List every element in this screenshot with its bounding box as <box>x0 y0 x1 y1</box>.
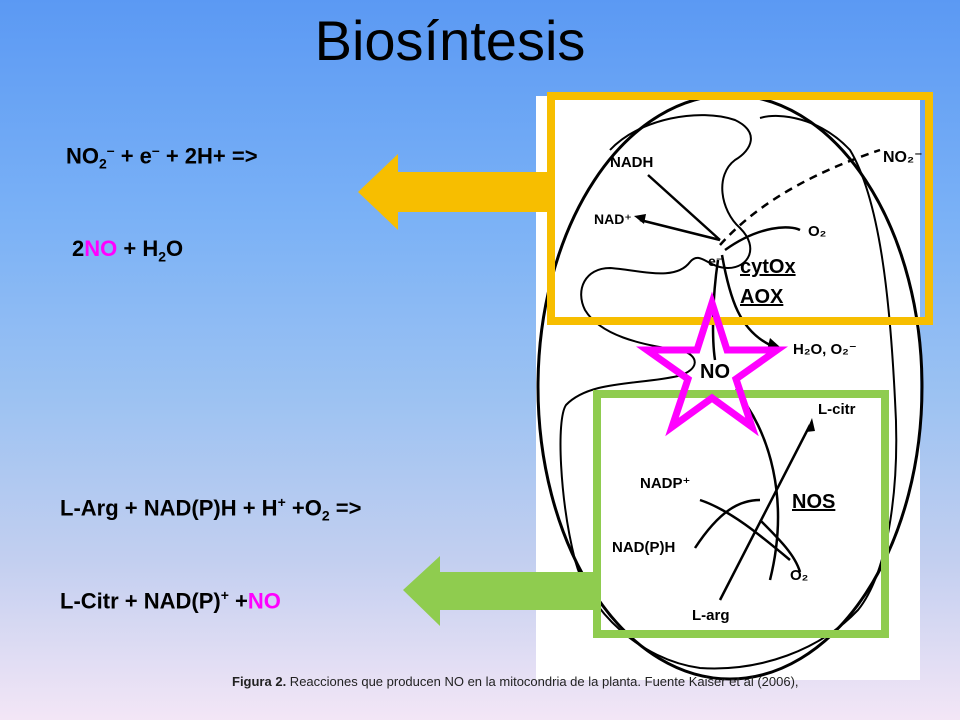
lcitr-arrowhead <box>806 418 815 432</box>
text: NO <box>247 588 281 614</box>
label-o2-top: O₂ <box>808 223 826 240</box>
text: O <box>166 236 184 261</box>
text: – <box>106 142 115 158</box>
reaction-nitrite-line1: NO2– + e– + 2H+ => <box>66 142 258 172</box>
text: 2 <box>72 236 85 261</box>
reaction-nitrite-line2: 2NO + H2O <box>72 236 183 264</box>
text: 2 <box>158 248 167 265</box>
star-icon <box>635 291 789 437</box>
nadp-line <box>699 498 791 561</box>
inner-membrane <box>559 114 898 670</box>
h2o-line <box>720 254 771 347</box>
text: + <box>277 494 286 510</box>
text: Reacciones que producen NO en la mitocon… <box>286 674 799 689</box>
text: 2 <box>321 507 330 524</box>
text: L-Arg + NAD(P)H + H <box>60 495 278 521</box>
text: NO <box>84 236 118 261</box>
nitrite-dashed-line <box>719 148 881 246</box>
text: – <box>151 142 160 158</box>
text: => <box>329 495 362 521</box>
label-nadph: NAD(P)H <box>612 539 675 556</box>
label-h2o-o2: H₂O, O₂⁻ <box>793 341 857 358</box>
label-e-minus: e⁻ <box>708 253 723 269</box>
nadh-line <box>647 174 721 241</box>
text: +O <box>285 495 322 521</box>
nad-line <box>639 218 721 242</box>
label-aox: AOX <box>740 286 784 308</box>
text: + 2H+ => <box>159 143 258 169</box>
label-nadp-plus: NADP⁺ <box>640 475 690 492</box>
orange-arrow <box>358 154 550 230</box>
label-nad-plus: NAD⁺ <box>594 211 632 227</box>
o2-nos-line <box>759 519 802 573</box>
label-nos: NOS <box>792 491 835 513</box>
text: + <box>228 588 248 614</box>
orange-highlight-box <box>547 92 933 325</box>
figure-caption: Figura 2. Reacciones que producen NO en … <box>232 674 799 689</box>
slide-title: Biosíntesis <box>314 9 586 72</box>
green-arrow <box>403 556 597 626</box>
label-no2: NO₂⁻ <box>883 149 923 166</box>
larg-lcitr-line <box>718 424 812 601</box>
text: NO <box>66 143 99 169</box>
text: 2 <box>99 155 107 172</box>
text: + e <box>114 143 152 169</box>
text: Figura 2. <box>232 674 287 689</box>
label-cytox: cytOx <box>740 256 796 278</box>
o2-line <box>724 226 801 252</box>
text: + H <box>117 236 159 261</box>
reaction-nos-line2: L-Citr + NAD(P)+ +NO <box>60 587 281 614</box>
nad-arrowhead <box>634 214 646 224</box>
reaction-nos-line1: L-Arg + NAD(P)H + H+ +O2 => <box>60 494 361 524</box>
text: L-Citr + NAD(P) <box>60 588 221 614</box>
label-nadh: NADH <box>610 154 653 171</box>
label-l-citr: L-citr <box>818 401 856 418</box>
label-o2-bottom: O₂ <box>790 567 808 584</box>
nadph-line <box>693 498 761 549</box>
label-no: NO <box>700 361 730 383</box>
label-l-arg: L-arg <box>692 607 730 624</box>
text: + <box>220 587 229 603</box>
